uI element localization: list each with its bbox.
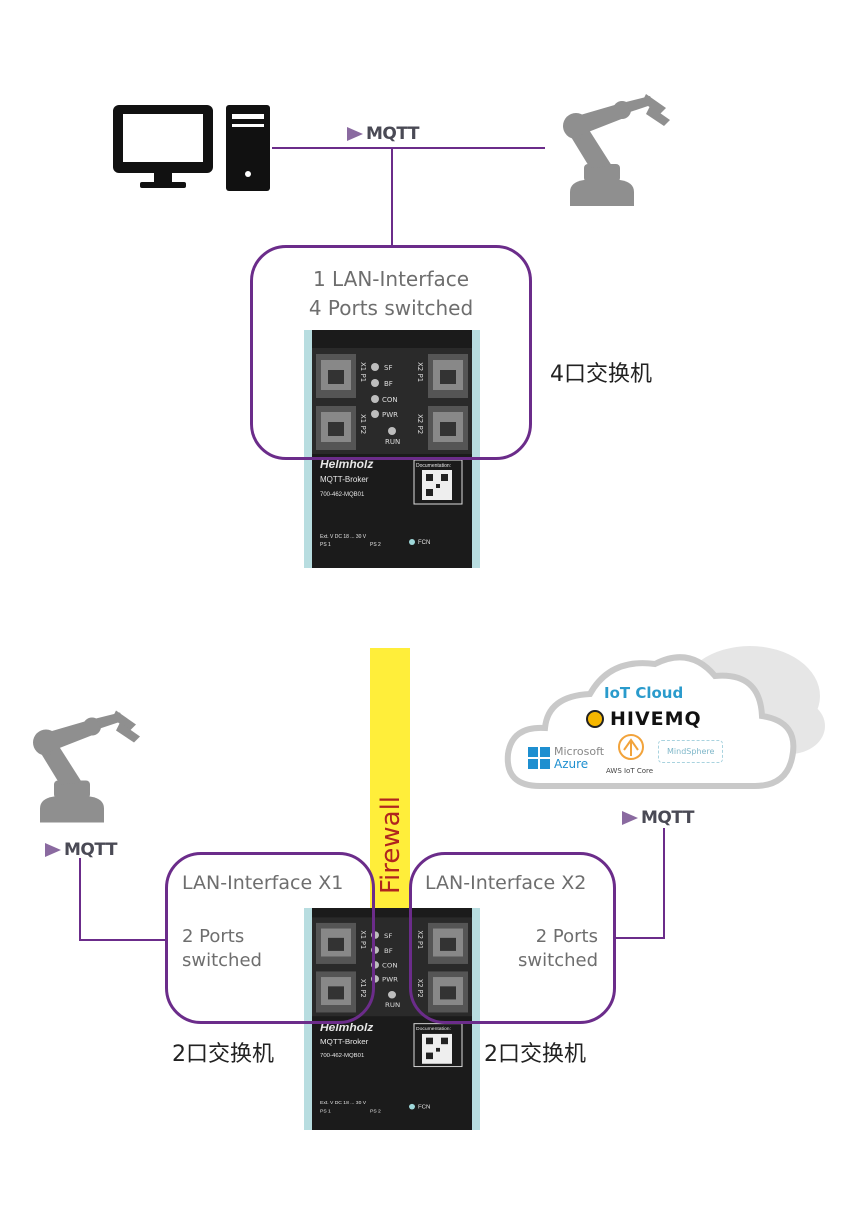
firewall-bar bbox=[370, 648, 410, 910]
mqtt-top-label: MQTT bbox=[366, 124, 419, 144]
mqtt-broker-device-top: SF BF CON PWR RUN X1 P1 X1 P2 X2 P1 X2 P… bbox=[304, 330, 480, 568]
device-fcn: FCN bbox=[418, 1105, 430, 1111]
box-x1-line1: 2 Ports bbox=[182, 926, 245, 947]
bottom-label-left: 2口交换机 bbox=[172, 1042, 274, 1067]
hivemq-logo: HIVEMQ bbox=[586, 708, 702, 730]
led-run-label: RUN bbox=[385, 1001, 400, 1009]
cloud-title: IoT Cloud bbox=[604, 684, 684, 702]
device-fcn: FCN bbox=[418, 540, 430, 546]
port-x2p2-label: X2 P2 bbox=[416, 414, 424, 434]
device-ps2: PS 2 bbox=[370, 542, 381, 548]
mqtt-broker-device-bottom: SF BF CON PWR RUN X1 P1 X1 P2 X2 P1 X2 P… bbox=[304, 908, 480, 1130]
mqtt-emblem-icon bbox=[622, 811, 638, 825]
device-model: MQTT-Broker bbox=[320, 1037, 369, 1046]
device-top-panel: SF BF CON PWR RUN X1 P1 X1 P2 X2 P1 X2 P… bbox=[304, 330, 480, 568]
led-bf-label: BF bbox=[384, 380, 393, 388]
led-run-label: RUN bbox=[385, 438, 400, 446]
aws-label: AWS IoT Core bbox=[606, 767, 654, 775]
led-sf-label: SF bbox=[384, 364, 392, 372]
top-box-line2: 4 Ports switched bbox=[308, 296, 474, 320]
led-con-label: CON bbox=[382, 962, 398, 970]
led-pwr-label: PWR bbox=[382, 976, 398, 984]
aws-iot-icon bbox=[618, 734, 644, 760]
mqtt-bottom-right-label: MQTT bbox=[641, 808, 694, 828]
robot-arm-icon bbox=[563, 94, 670, 206]
box-x2-line2: switched bbox=[518, 950, 598, 971]
box-x2-line1: 2 Ports bbox=[535, 926, 598, 947]
robot-arm-left-icon bbox=[33, 710, 140, 823]
port-x1p1-label: X1 P1 bbox=[359, 362, 367, 382]
top-side-label: 4口交换机 bbox=[550, 362, 652, 387]
hivemq-label: HIVEMQ bbox=[610, 708, 702, 730]
device-brand: Helmholz bbox=[320, 457, 373, 471]
lan-interface-box-x1 bbox=[165, 852, 375, 1024]
box-x1-line2: switched bbox=[182, 950, 262, 971]
azure-line2: Azure bbox=[554, 757, 589, 771]
cloud-icon bbox=[504, 646, 825, 789]
mindsphere-label: MindSphere bbox=[658, 740, 724, 763]
computer-icon bbox=[113, 105, 270, 191]
device-ps2: PS 2 bbox=[370, 1108, 381, 1114]
device-doc-label: Documentation: bbox=[416, 1026, 451, 1032]
led-con-label: CON bbox=[382, 396, 398, 404]
box-x2-title: LAN-Interface X2 bbox=[425, 872, 587, 894]
device-model: MQTT-Broker bbox=[320, 475, 369, 484]
device-bottom-panel: SF BF CON PWR RUN X1 P1 X1 P2 X2 P1 X2 P… bbox=[304, 908, 480, 1130]
led-sf-label: SF bbox=[384, 932, 393, 940]
device-brand: Helmholz bbox=[320, 1021, 374, 1034]
device-doc-label: Documentation: bbox=[416, 463, 451, 469]
bottom-connection-lines bbox=[79, 828, 665, 941]
device-power: Ext. V DC 18 ... 30 V bbox=[320, 534, 367, 540]
port-x2p1-label: X2 P1 bbox=[416, 362, 424, 382]
port-x2p1-label: X2 P1 bbox=[416, 930, 424, 949]
lan-interface-box-x2 bbox=[409, 852, 616, 1024]
port-x1p2-label: X1 P2 bbox=[359, 414, 367, 434]
led-bf-label: BF bbox=[384, 947, 393, 955]
top-box-line1: 1 LAN-Interface bbox=[312, 267, 470, 291]
mqtt-emblem-icon bbox=[347, 127, 363, 141]
device-ps1: PS 1 bbox=[320, 542, 331, 548]
azure-line1: Microsoft bbox=[554, 745, 605, 758]
azure-logo: Microsoft Azure bbox=[528, 746, 604, 770]
device-part: 700-462-MQB01 bbox=[320, 492, 365, 498]
led-pwr-label: PWR bbox=[382, 411, 398, 419]
mqtt-emblem-icon bbox=[45, 843, 61, 857]
windows-icon bbox=[528, 747, 550, 769]
mqtt-logo-bottom-right: MQTT bbox=[622, 808, 694, 828]
mqtt-bottom-left-label: MQTT bbox=[64, 840, 117, 860]
device-part: 700-462-MQB01 bbox=[320, 1053, 364, 1059]
port-x1p1-label: X1 P1 bbox=[359, 930, 367, 949]
lan-interface-box-top bbox=[250, 245, 532, 460]
device-power: Ext. V DC 18 ... 30 V bbox=[320, 1100, 367, 1106]
hivemq-bee-icon bbox=[586, 710, 604, 728]
device-ps1: PS 1 bbox=[320, 1108, 331, 1114]
ethernet-port-icon bbox=[316, 354, 468, 450]
top-connection-lines bbox=[272, 147, 545, 247]
bottom-label-right: 2口交换机 bbox=[484, 1042, 586, 1067]
box-x1-title: LAN-Interface X1 bbox=[182, 872, 344, 894]
mqtt-logo-bottom-left: MQTT bbox=[45, 840, 117, 860]
mqtt-logo-top: MQTT bbox=[347, 124, 419, 144]
